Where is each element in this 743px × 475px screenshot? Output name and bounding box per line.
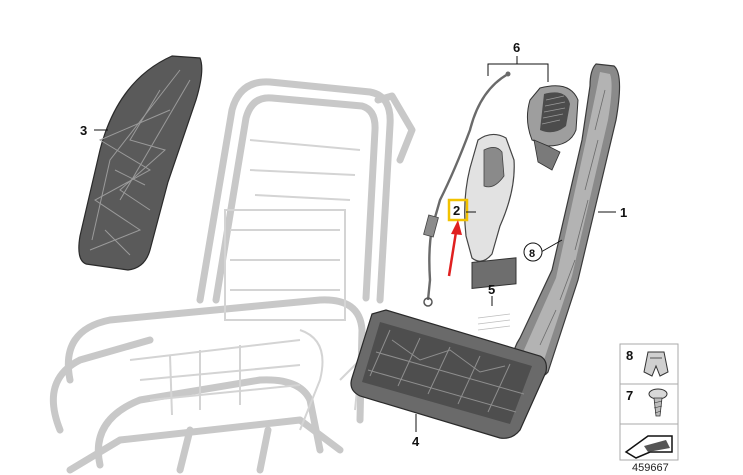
screw-icon	[648, 388, 668, 417]
red-arrow	[447, 220, 462, 277]
callout-part-6: 6	[513, 40, 520, 55]
part-3-side-panel	[78, 55, 203, 271]
part-2-switch-cover	[464, 133, 515, 262]
pointer-shape-icon	[624, 435, 673, 459]
callout-part-5: 5	[488, 282, 495, 297]
callout-part-1: 1	[620, 205, 627, 220]
legend-panel: 8 7 459667	[619, 343, 679, 474]
legend-number-8: 8	[626, 348, 633, 363]
callout-part-4: 4	[412, 434, 420, 449]
switch-module	[526, 85, 579, 171]
callout-part-8: 8	[529, 248, 535, 260]
part-4-storage-tray	[350, 309, 547, 439]
part-5-connector	[471, 257, 517, 331]
clip-icon	[643, 351, 669, 377]
callout-part-2: 2	[453, 203, 460, 218]
seat-frame	[49, 78, 416, 474]
reference-number: 459667	[632, 462, 669, 474]
legend-number-7: 7	[626, 388, 633, 403]
part-6-switch-assembly	[423, 56, 579, 307]
seat-frame-details	[129, 139, 362, 431]
callout-part-8-circle	[523, 242, 543, 262]
callout-part-3: 3	[80, 123, 87, 138]
leader-lines	[94, 129, 616, 432]
